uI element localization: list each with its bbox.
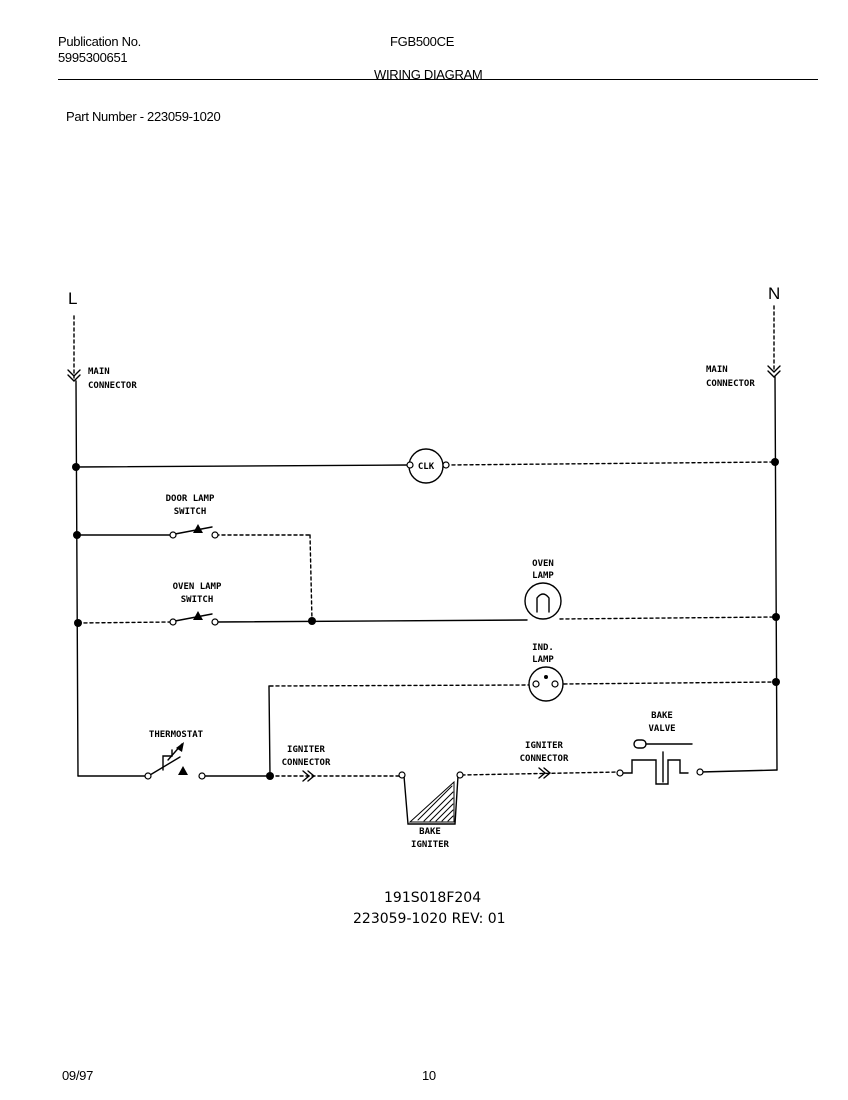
ind-lamp-bulb: [528, 666, 564, 702]
oven-lamp-bulb: [524, 582, 562, 620]
terminal: [442, 461, 450, 469]
junction-dot: [72, 463, 80, 471]
junction-dot: [771, 458, 779, 466]
header-rule: [58, 79, 818, 80]
bake-valve-coil: [619, 759, 689, 785]
terminal: [169, 531, 177, 539]
section-title: WIRING DIAGRAM: [374, 67, 483, 82]
main-connector-left-label: CONNECTOR: [88, 381, 137, 391]
page-number: 10: [422, 1068, 436, 1083]
bake-valve-label: BAKE: [651, 711, 673, 721]
junction-dot: [772, 678, 780, 686]
oven-switch-blade: [174, 613, 213, 622]
ind-lamp-electrode: [544, 675, 548, 679]
terminal: [696, 768, 704, 776]
thermostat-label: THERMOSTAT: [149, 730, 204, 740]
clock-wire-right: [445, 461, 776, 466]
thermostat-sensor: [162, 749, 173, 771]
bake-igniter-label: BAKE: [419, 827, 441, 837]
terminal: [211, 531, 219, 539]
publication-number: 5995300651: [58, 50, 128, 65]
terminal: [532, 680, 540, 688]
junction-dot: [73, 531, 81, 539]
terminal: [398, 771, 406, 779]
part-number: Part Number - 223059-1020: [66, 109, 221, 124]
neutral-n-label: N: [768, 284, 780, 303]
model-number: FGB500CE: [390, 34, 455, 49]
door-lamp-switch-label: SWITCH: [174, 507, 207, 517]
publication-label: Publication No.: [58, 34, 141, 49]
drawing-number: 191S018F204: [384, 890, 482, 906]
main-connector-right-label: MAIN: [706, 365, 728, 375]
igniter-connector-left-label: IGNITER: [287, 745, 326, 755]
igniter-connector-right-symbol: [538, 767, 552, 779]
oven-switch-wire-right: [215, 619, 528, 623]
ind-lamp-wire-left: [269, 684, 529, 687]
terminal: [144, 772, 152, 780]
igniter-connector-left-label: CONNECTOR: [282, 758, 331, 768]
switch-actuator: [193, 524, 203, 533]
oven-switch-wire-left: [77, 621, 173, 624]
ind-lamp-drop: [268, 685, 271, 777]
thermostat-adjust-arrow: [176, 742, 184, 752]
main-connector-left-label: MAIN: [88, 367, 110, 377]
bake-valve-label: VALVE: [648, 724, 675, 734]
right-bus: [774, 376, 778, 771]
ind-lamp-label: IND.: [532, 643, 554, 653]
bake-valve-plunger: [633, 739, 647, 749]
terminal: [551, 680, 559, 688]
igniter-connector-right-label: IGNITER: [525, 741, 564, 751]
terminal: [616, 769, 624, 777]
junction-dot: [266, 772, 274, 780]
revision: 223059-1020 REV: 01: [353, 911, 506, 927]
igniter-wire-2: [461, 771, 621, 776]
line-l-label: L: [68, 289, 77, 308]
oven-lamp-filament: [536, 593, 550, 613]
terminal: [169, 618, 177, 626]
terminal: [198, 772, 206, 780]
door-lamp-switch-label: DOOR LAMP: [166, 494, 215, 504]
oven-lamp-label: LAMP: [532, 571, 554, 581]
junction-dot: [74, 619, 82, 627]
main-connector-right-symbol: [767, 365, 781, 378]
bake-igniter-body: [408, 780, 455, 823]
door-switch-blade: [174, 526, 213, 535]
oven-lamp-wire-right: [559, 616, 777, 620]
igniter-connector-left-symbol: [302, 770, 316, 782]
bake-igniter-hatching: [417, 785, 454, 822]
main-connector-right-label: CONNECTOR: [706, 379, 755, 389]
thermostat-actuator: [178, 766, 188, 775]
igniter-connector-right-label: CONNECTOR: [520, 754, 569, 764]
bake-igniter-label: IGNITER: [411, 840, 450, 850]
junction-dot: [772, 613, 780, 621]
oven-lamp-switch-label: OVEN LAMP: [173, 582, 222, 592]
switch-actuator: [193, 611, 203, 620]
terminal: [456, 771, 464, 779]
ind-lamp-label: LAMP: [532, 655, 554, 665]
junction-dot: [308, 617, 316, 625]
thermostat-blade: [149, 756, 181, 776]
left-bus: [75, 380, 79, 777]
oven-lamp-switch-label: SWITCH: [181, 595, 214, 605]
bake-igniter-element: [403, 775, 459, 825]
ind-lamp-wire-right: [563, 681, 777, 685]
clock-label: CLK: [418, 462, 435, 472]
terminal: [406, 461, 414, 469]
footer-date: 09/97: [62, 1068, 94, 1083]
clock-wire-left: [75, 464, 409, 468]
valve-wire-right: [699, 769, 778, 773]
main-connector-left-symbol: [67, 369, 81, 382]
door-switch-drop: [309, 534, 313, 622]
oven-lamp-label: OVEN: [532, 559, 554, 569]
terminal: [211, 618, 219, 626]
